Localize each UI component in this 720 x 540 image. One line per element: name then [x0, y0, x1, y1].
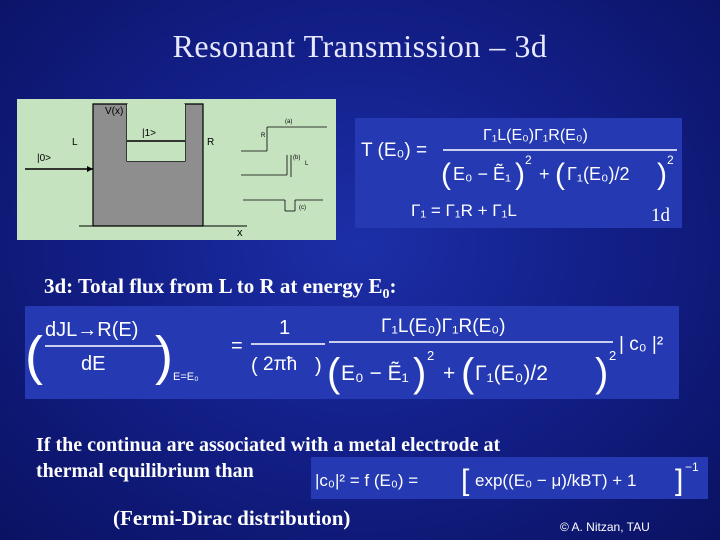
transmission-power-right: 2	[667, 153, 674, 167]
flux-lhs-numerator: dJL→R(E)	[45, 319, 138, 341]
state0-label: |0>	[37, 153, 51, 164]
right-label: R	[207, 137, 214, 148]
left-label: L	[72, 137, 78, 148]
flux-lhs-denominator: dE	[81, 353, 105, 375]
label-1d: 1d	[651, 205, 670, 226]
fermi-open-bracket: [	[461, 464, 470, 497]
lhs-close-paren: )	[155, 326, 173, 386]
prefactor-denominator: 2πħ	[263, 354, 297, 375]
open-paren-left: (	[441, 158, 451, 191]
flux-equation: ( dJL→R(E) dE ) E=E₀ = 1 ( 2πħ ) Γ₁L(E₀)…	[25, 306, 679, 399]
equals-sign: =	[231, 335, 243, 357]
fermi-close-bracket: ]	[675, 464, 683, 497]
transmission-den-right: Γ₁(E₀)/2	[567, 164, 629, 184]
inset-c	[243, 199, 323, 212]
flux-lhs-eval: E=E₀	[173, 371, 199, 383]
prefactor-open-paren: (	[251, 355, 258, 377]
x-label: x	[237, 227, 243, 239]
continua-line-2: thermal equilibrium than	[36, 460, 254, 482]
fermi-power: −1	[685, 460, 699, 474]
transmission-power-left: 2	[525, 153, 532, 167]
fermi-lhs: |c₀|² = f (E₀) =	[315, 471, 418, 490]
flux-open-paren-left: (	[327, 351, 341, 395]
flux-tail: | c₀ |²	[619, 334, 663, 355]
gamma-sum: Γ₁ = Γ₁R + Γ₁L	[411, 201, 517, 220]
transmission-den-left: E₀ − Ẽ₁	[453, 163, 511, 184]
inset-c-label: (c)	[299, 205, 306, 211]
plus-sign: +	[539, 164, 550, 184]
fermi-bracket-content: exp((E₀ − μ)/kBT) + 1	[475, 471, 636, 490]
potential-well	[127, 104, 185, 161]
inset-b-label: (b)	[293, 155, 300, 161]
flux-power-left: 2	[427, 348, 434, 363]
state1-label: |1>	[142, 128, 156, 139]
inset-r-label: R	[261, 133, 266, 139]
flux-close-paren-right: )	[595, 351, 608, 395]
fermi-equation: |c₀|² = f (E₀) = [ exp((E₀ − μ)/kBT) + 1…	[311, 457, 708, 499]
flux-open-paren-right: (	[461, 351, 475, 395]
prefactor-close-paren: )	[315, 355, 322, 377]
level-0-arrow	[87, 166, 93, 172]
open-paren-right: (	[555, 158, 565, 191]
inset-b	[241, 155, 292, 177]
flux-den-right: Γ₁(E₀)/2	[475, 362, 548, 385]
continua-line-1: If the continua are associated with a me…	[36, 434, 501, 456]
flux-den-left: E₀ − Ẽ₁	[341, 361, 409, 385]
copyright-text: © A. Nitzan, TAU	[560, 520, 650, 534]
close-paren-right: )	[657, 158, 667, 191]
inset-l-label: L	[305, 161, 309, 167]
slide-title: Resonant Transmission – 3d	[172, 28, 548, 64]
fermi-dirac-label: (Fermi-Dirac distribution)	[113, 506, 351, 530]
potential-diagram: V(x) |1> |0> L R x (a) R (b) L (c)	[17, 99, 336, 240]
transmission-lhs: T (E₀) =	[361, 140, 427, 161]
lhs-open-paren: (	[25, 326, 43, 386]
transmission-equation: T (E₀) = Γ₁L(E₀)Γ₁R(E₀) ( E₀ − Ẽ₁ ) 2 + …	[355, 118, 682, 228]
flux-power-right: 2	[609, 348, 616, 363]
close-paren-left: )	[515, 158, 525, 191]
transmission-numerator: Γ₁L(E₀)Γ₁R(E₀)	[483, 127, 588, 144]
flux-plus-sign: +	[443, 362, 455, 385]
inset-a-label: (a)	[285, 119, 292, 125]
vx-label: V(x)	[105, 106, 123, 117]
flux-numerator: Γ₁L(E₀)Γ₁R(E₀)	[381, 316, 505, 337]
prefactor-numerator: 1	[279, 317, 290, 339]
flux-heading: 3d: Total flux from L to R at energy E0:	[44, 274, 397, 303]
inset-a	[241, 126, 327, 152]
flux-close-paren-left: )	[413, 351, 426, 395]
